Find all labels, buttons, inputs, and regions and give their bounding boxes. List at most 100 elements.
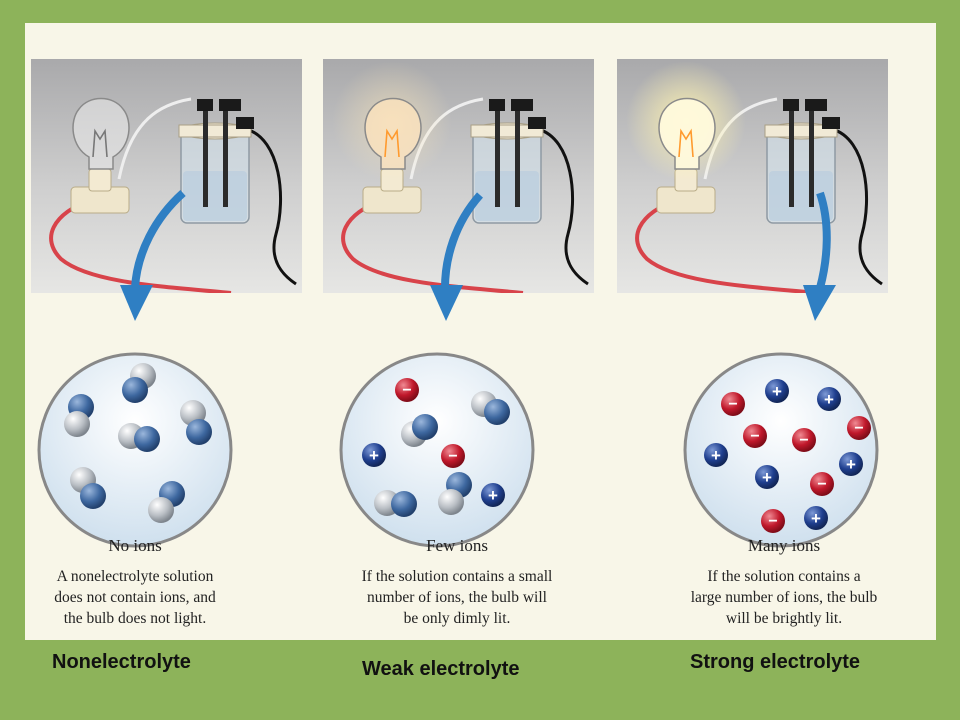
diagram-panel: − − + + [25,23,936,640]
description-line: A nonelectrolyte solution [56,568,214,585]
caption-description: If the solution contains a large number … [644,566,924,629]
clip [511,99,533,111]
strong-electrolyte-apparatus-photo [617,59,888,293]
electrode [223,107,228,207]
solution [769,171,833,221]
positive-ion: + [362,443,386,467]
description-line: number of ions, the bulb will [367,589,547,606]
electrode [495,107,500,207]
svg-text:−: − [750,428,759,445]
clip [783,99,799,111]
caption-title: No ions [108,536,162,555]
svg-text:−: − [448,448,457,465]
solution [475,171,539,221]
svg-text:+: + [811,509,821,528]
filament [678,128,694,158]
black-wire [537,127,589,286]
description-line: If the solution contains a small [361,568,553,585]
positive-ion: + [839,452,863,476]
black-wire [245,127,297,286]
clip [489,99,505,111]
weak-electrolyte-label: Weak electrolyte [362,658,520,680]
svg-text:−: − [402,382,411,399]
svg-text:+: + [369,446,379,465]
weak-electrolyte-caption: Few ions If the solution contains a smal… [317,536,597,636]
clip [197,99,213,111]
bulb [72,97,130,170]
strong-electrolyte-label: Strong electrolyte [690,651,861,673]
electrode [789,107,794,207]
electrode [809,107,814,207]
black-wire [831,127,883,286]
nonelectrolyte-caption: No ions A nonelectrolyte solution does n… [0,536,275,636]
electrode [203,107,208,207]
red-wire [341,197,524,293]
svg-text:+: + [762,468,772,487]
apparatus-illustration [332,61,589,293]
nonelectrolyte-particle-view [35,350,235,550]
clip [805,99,827,111]
negative-ion: − [792,428,816,452]
weak-electrolyte-particle-view: − − + + [337,350,537,550]
electrode [515,107,520,207]
red-wire [49,197,232,293]
nonelectrolyte-apparatus-photo [31,59,302,293]
molecule [401,414,438,447]
caption-description: If the solution contains a small number … [317,566,597,629]
svg-text:−: − [817,476,826,493]
strong-electrolyte-particle-view: + + − − − − + + + − − + [681,350,881,550]
svg-text:−: − [799,432,808,449]
positive-ion: + [765,379,789,403]
filament [384,128,400,158]
molecule [122,363,156,403]
svg-text:−: − [854,420,863,437]
svg-text:−: − [768,513,777,530]
molecule [70,467,106,509]
filament [92,128,108,158]
positive-ion: + [481,483,505,507]
negative-ion: − [721,392,745,416]
caption-title: Many ions [747,536,821,555]
positive-ion: + [704,443,728,467]
weak-electrolyte-apparatus-photo [323,59,594,293]
apparatus-illustration [40,61,297,293]
bulb [658,97,716,170]
description-line: large number of ions, the bulb [690,589,878,606]
molecule [471,391,510,425]
caption-title: Few ions [426,536,488,555]
negative-ion: − [761,509,785,533]
caption-description: A nonelectrolyte solution does not conta… [0,566,275,629]
clip [219,99,241,111]
molecule [118,423,160,452]
svg-text:+: + [846,455,856,474]
negative-ion: − [441,444,465,468]
svg-text:+: + [711,446,721,465]
svg-text:+: + [824,390,834,409]
positive-ion: + [804,506,828,530]
positive-ion: + [817,387,841,411]
nonelectrolyte-label: Nonelectrolyte [52,651,191,673]
negative-ion: − [395,378,419,402]
molecule [374,490,417,517]
negative-ion: − [847,416,871,440]
svg-text:+: + [772,382,782,401]
description-line: the bulb does not light. [63,610,207,627]
negative-ion: − [810,472,834,496]
molecule [64,394,94,437]
positive-ion: + [755,465,779,489]
molecule [438,472,472,515]
bulb [364,97,422,170]
molecule [180,400,212,445]
svg-text:+: + [488,486,498,505]
solution [183,171,247,221]
apparatus-illustration [626,61,883,293]
description-line: be only dimly lit. [403,610,511,627]
description-line: will be brightly lit. [725,610,843,627]
strong-electrolyte-caption: Many ions If the solution contains a lar… [644,536,924,636]
red-wire [635,197,818,293]
negative-ion: − [743,424,767,448]
molecule [148,481,185,523]
description-line: does not contain ions, and [54,589,216,606]
svg-text:−: − [728,396,737,413]
description-line: If the solution contains a [707,568,861,585]
